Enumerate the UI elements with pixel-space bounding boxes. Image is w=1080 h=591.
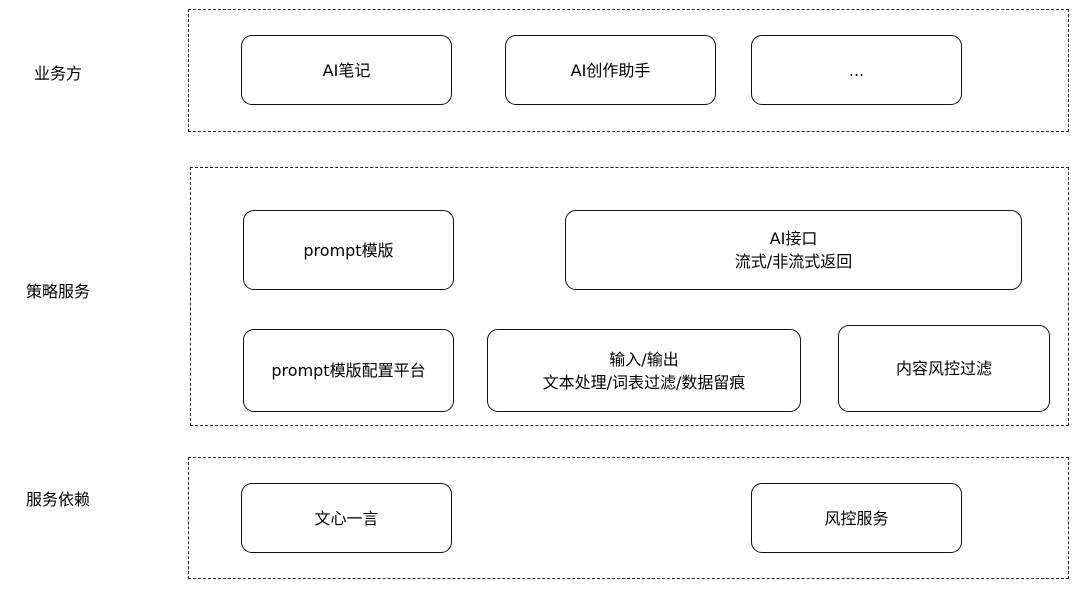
layer-label-business: 业务方 [34,64,83,83]
node-prompt-template-line-1: prompt模版 [303,240,394,260]
node-prompt-template: prompt模版 [243,210,454,290]
node-ai-interface-line-1: AI接口 [769,229,818,248]
node-content-risk-filter: 内容风控过滤 [838,325,1050,412]
node-prompt-template-platform-line-1: prompt模版配置平台 [271,361,426,380]
node-more: ... [751,35,962,105]
business-layer-frame [188,9,1069,132]
node-io-processing-line-1: 输入/输出 [609,349,679,369]
node-ai-creation-assistant-line-1: AI创作助手 [570,60,651,80]
node-ai-interface: AI接口 流式/非流式返回 [565,210,1022,290]
node-ai-notes-line-1: AI笔记 [322,60,371,80]
node-io-processing: 输入/输出 文本处理/词表过滤/数据留痕 [487,329,801,412]
dependency-layer-frame [188,457,1069,579]
node-ai-interface-line-2: 流式/非流式返回 [734,252,853,271]
node-prompt-template-platform: prompt模版配置平台 [243,329,454,412]
strategy-layer-frame [190,167,1069,426]
layer-label-strategy: 策略服务 [26,282,91,301]
node-ernie-bot-line-1: 文心一言 [314,508,379,528]
node-ernie-bot: 文心一言 [241,483,452,553]
node-ai-notes: AI笔记 [241,35,452,105]
node-more-line-1: ... [848,60,865,80]
node-ai-creation-assistant: AI创作助手 [505,35,716,105]
node-risk-control-service-line-1: 风控服务 [824,508,889,528]
layer-label-dependency: 服务依赖 [26,490,91,509]
node-io-processing-line-2: 文本处理/词表过滤/数据留痕 [542,372,746,392]
node-risk-control-service: 风控服务 [751,483,962,553]
node-content-risk-filter-line-1: 内容风控过滤 [895,359,992,378]
